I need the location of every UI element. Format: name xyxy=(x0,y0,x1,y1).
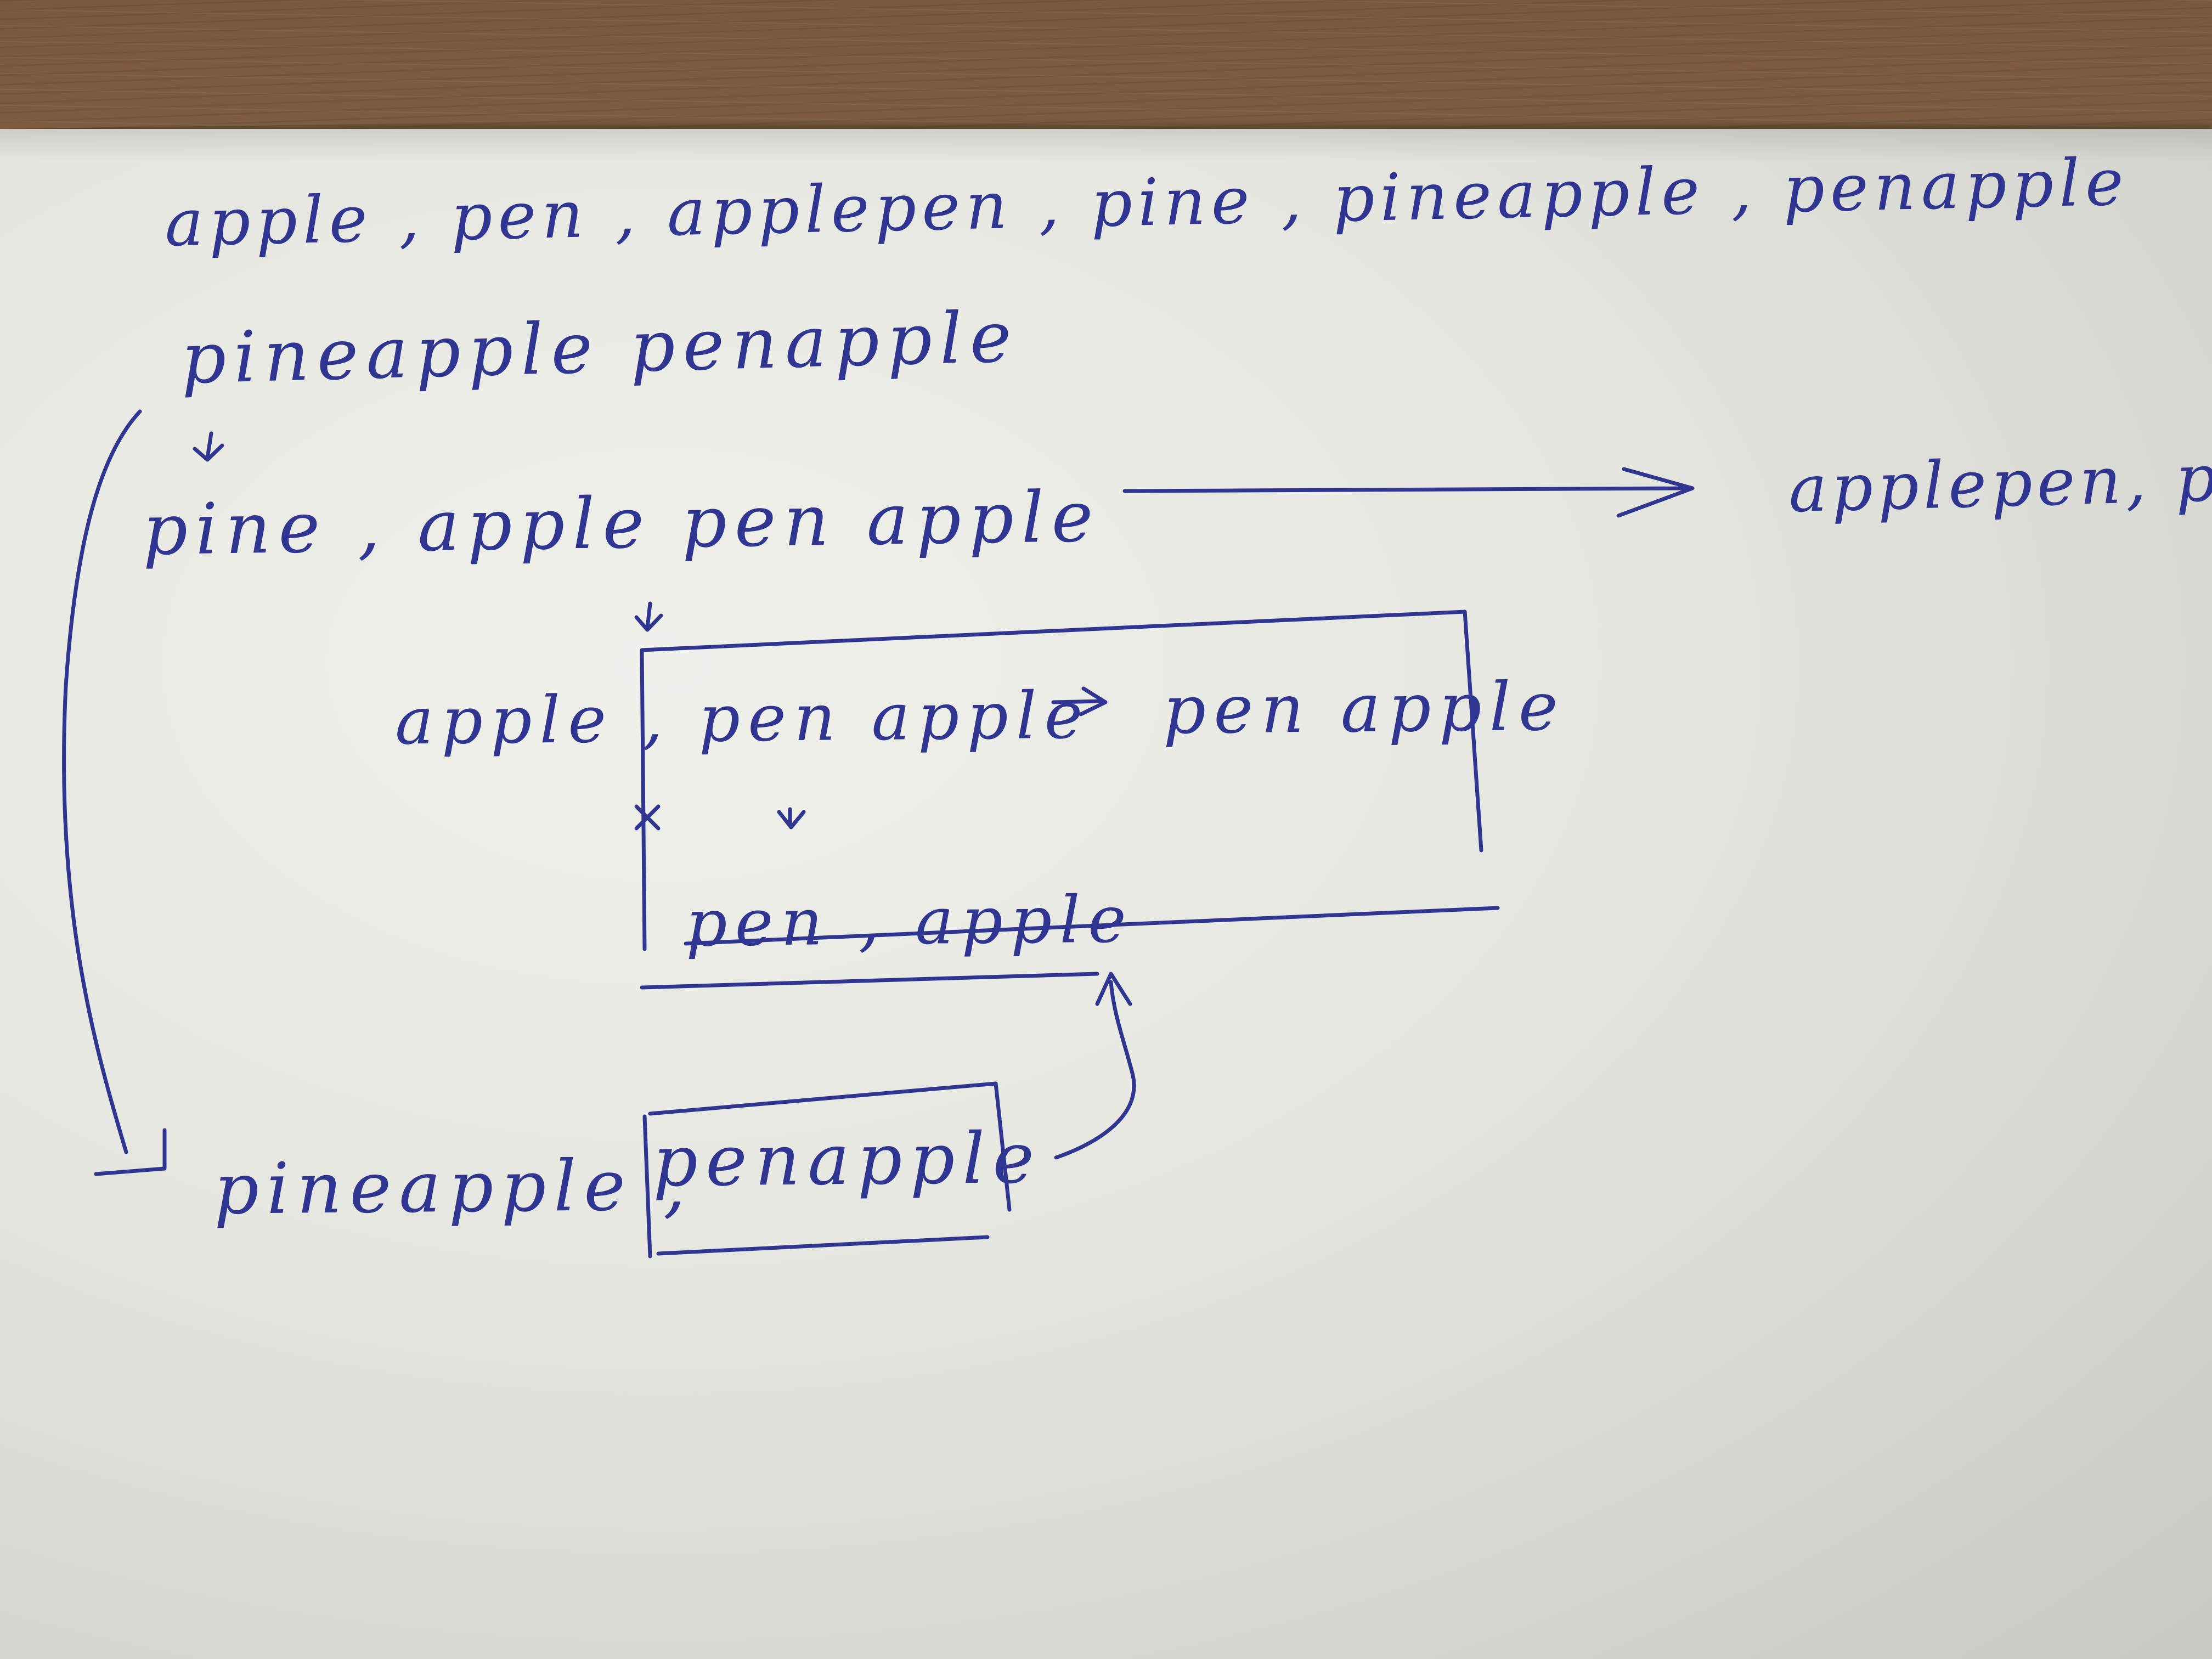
bottom-box-top xyxy=(648,1081,998,1116)
curved-arrow-head xyxy=(1095,972,1132,1006)
curved-up-arrow xyxy=(1054,980,1136,1160)
left-bracket-stroke xyxy=(62,409,142,1154)
down-arrow-2 xyxy=(634,601,663,632)
underline-lower xyxy=(640,972,1099,990)
notebook-page xyxy=(0,129,2212,1659)
cross-mark xyxy=(634,804,661,831)
down-arrow-3 xyxy=(777,807,806,830)
right-arrow-small xyxy=(1051,686,1108,716)
bottom-box-right xyxy=(994,1081,1012,1212)
handwritten-final-left: pineapple , xyxy=(213,1144,693,1231)
underline-right xyxy=(684,906,1500,946)
box-left-line xyxy=(640,648,647,951)
handwritten-third-split: pen , apple xyxy=(685,881,1135,961)
handwritten-second-split: apple , pen apple xyxy=(394,677,1091,759)
long-right-arrow xyxy=(1122,467,1695,518)
handwritten-second-result: pen apple xyxy=(1163,667,1566,749)
bottom-box-left xyxy=(642,1114,652,1259)
handwritten-final-boxed: penapple xyxy=(652,1117,1042,1203)
handwritten-first-split: pine , apple pen apple xyxy=(142,476,1102,572)
bottom-box-bottom xyxy=(656,1235,990,1256)
handwritten-branch-result: applepen, pen xyxy=(1787,437,2212,527)
down-arrow-1 xyxy=(193,431,224,462)
bracket-hook xyxy=(94,1128,167,1176)
box-top-line xyxy=(640,610,1467,652)
box-right-line xyxy=(1463,610,1483,853)
